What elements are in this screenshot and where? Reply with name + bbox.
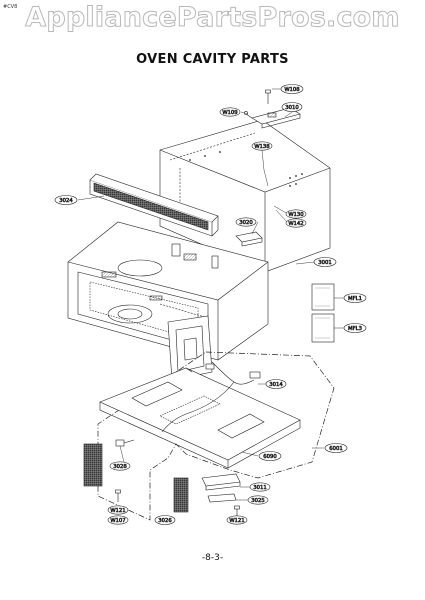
svg-text:W107: W107 xyxy=(110,518,125,524)
callout-3028: 3028 xyxy=(109,461,131,471)
svg-text:3024: 3024 xyxy=(59,198,73,204)
screw-w108 xyxy=(265,89,271,104)
callout-w121-left: W121 xyxy=(107,505,129,515)
wire-harness-part xyxy=(161,361,261,433)
svg-text:W138: W138 xyxy=(254,144,270,150)
callout-3026: 3026 xyxy=(154,515,176,525)
callout-3020: 3020 xyxy=(235,217,257,227)
svg-text:W142: W142 xyxy=(288,221,303,227)
callout-3001: 3001 xyxy=(313,257,337,267)
fuse-holder-part xyxy=(115,439,135,447)
svg-text:3011: 3011 xyxy=(253,485,266,491)
callout-w121-right: W121 xyxy=(226,515,248,525)
svg-text:W130: W130 xyxy=(288,212,304,218)
screw-w109 xyxy=(244,111,253,119)
callout-mfl1: MFL1 xyxy=(343,293,367,303)
callout-mfl3: MFL3 xyxy=(343,323,367,333)
callout-6090: 6090 xyxy=(258,451,282,461)
callout-6001: 6001 xyxy=(324,443,348,453)
base-assembly-outline xyxy=(97,351,335,521)
callout-w109: W109 xyxy=(219,107,241,117)
callout-3025: 3025 xyxy=(247,495,269,505)
svg-text:W121: W121 xyxy=(229,518,244,524)
svg-text:6001: 6001 xyxy=(329,446,342,452)
svg-text:W109: W109 xyxy=(222,110,237,116)
vent-grille-part xyxy=(89,173,219,237)
oven-cavity-part xyxy=(67,221,269,361)
svg-text:3001: 3001 xyxy=(318,260,331,266)
left-side-grille xyxy=(83,443,103,487)
screw-w121-right xyxy=(234,505,240,516)
watermark: AppliancePartsPros.com xyxy=(25,2,400,34)
screw-w121-left xyxy=(115,489,121,502)
right-side-grille xyxy=(173,477,189,513)
callout-w138: W138 xyxy=(251,141,273,151)
svg-text:3010: 3010 xyxy=(285,105,299,111)
svg-text:6090: 6090 xyxy=(263,454,277,460)
base-tray-part xyxy=(99,367,301,469)
callout-3024: 3024 xyxy=(54,195,78,205)
callout-3014: 3014 xyxy=(265,379,287,389)
svg-text:W121: W121 xyxy=(110,508,125,514)
svg-text:3020: 3020 xyxy=(239,220,253,226)
callout-3011: 3011 xyxy=(249,482,271,492)
svg-text:3025: 3025 xyxy=(251,498,264,504)
diagram-title: OVEN CAVITY PARTS xyxy=(136,52,289,67)
callout-w142: W142 xyxy=(285,218,307,228)
svg-text:3026: 3026 xyxy=(158,518,172,524)
membrane-label-part-1 xyxy=(311,283,335,311)
svg-text:MFL3: MFL3 xyxy=(348,326,362,332)
leader-lines xyxy=(77,88,344,501)
svg-text:MFL1: MFL1 xyxy=(348,296,362,302)
callout-3010: 3010 xyxy=(281,102,303,112)
callout-w107: W107 xyxy=(107,515,129,525)
top-bracket-part xyxy=(251,107,301,129)
page-code: #CV8 xyxy=(3,4,18,10)
callout-w130: W130 xyxy=(285,209,307,219)
page-number: -8-3- xyxy=(201,553,224,563)
callout-w108: W108 xyxy=(280,84,304,94)
bracket-3011-part xyxy=(201,473,241,491)
svg-text:W108: W108 xyxy=(284,87,300,93)
svg-text:3028: 3028 xyxy=(113,464,127,470)
svg-text:3014: 3014 xyxy=(269,382,283,388)
cavity-support-frame xyxy=(167,315,213,381)
bracket-3025-part xyxy=(207,493,237,503)
small-bracket-part xyxy=(235,231,263,247)
